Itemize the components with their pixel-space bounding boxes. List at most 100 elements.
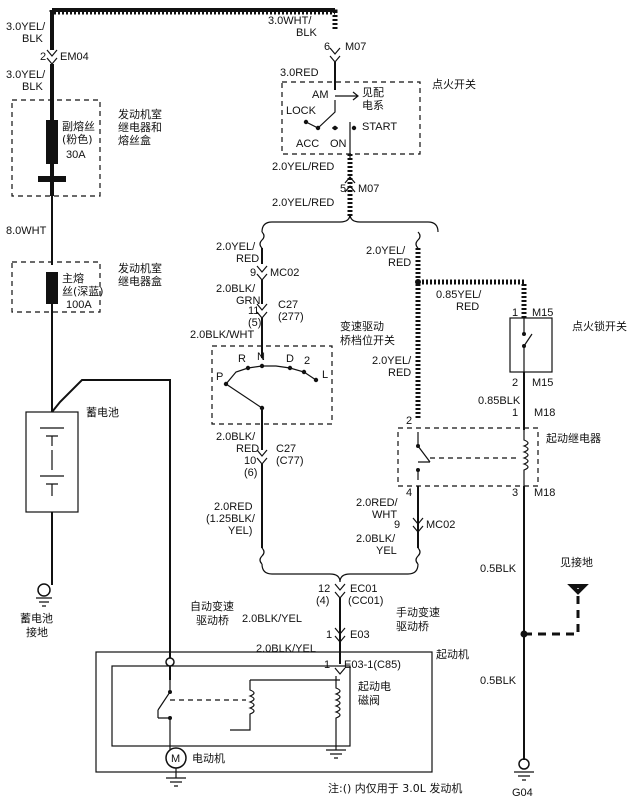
- c77-connector: (C77): [276, 455, 304, 467]
- ignition-see-1: 见配: [362, 86, 384, 99]
- starter-relay-label: 起动继电器: [546, 432, 601, 445]
- mc02-l-pin: 9: [250, 267, 256, 279]
- wire-label-8wht: 8.0WHT: [6, 225, 47, 237]
- wire-label-redwht-2: WHT: [372, 509, 397, 521]
- relay-contact-2: [416, 468, 420, 472]
- mc02-r-symbol: [412, 517, 424, 533]
- wire-label-top-mid: 3.0WHT/: [268, 15, 312, 27]
- m07-top-connector-symbol: [329, 47, 341, 63]
- m15-top-pin: 1: [512, 307, 518, 319]
- em04-connector-symbol: [46, 49, 58, 65]
- wire-label-blkgrn: 2.0BLK/: [216, 283, 256, 295]
- sub-fuse-label: 副熔丝: [62, 119, 95, 133]
- ec01-pin: 12: [318, 583, 330, 595]
- m18-pin-r: 1: [512, 407, 518, 419]
- g04-ground-symbol: [514, 771, 534, 781]
- sub-fuse-color: (粉色): [62, 132, 93, 146]
- wire-label-blkwht: 2.0BLK/WHT: [190, 329, 254, 341]
- battery-to-starter-wire: [51, 379, 171, 662]
- tr-l: L: [322, 369, 328, 381]
- wire-label-top-mid-2: BLK: [296, 27, 317, 39]
- wire-label-r2-yelred: 2.0YEL/: [372, 355, 412, 367]
- wire-label-20yelred-1: 2.0YEL/RED: [272, 161, 334, 173]
- e031-symbol: [334, 667, 346, 675]
- main-fuse-rating: 100A: [66, 299, 92, 311]
- wire-label-blkgrn-2: GRN: [236, 295, 261, 307]
- relay-contact-1: [416, 444, 420, 448]
- m18-bot-connector: M18: [534, 487, 555, 499]
- ignition-contact-acc: [315, 125, 321, 131]
- battery-symbol: [40, 427, 64, 496]
- wire-label-20yelred-2: 2.0YEL/RED: [272, 197, 334, 209]
- engine-fuse-box: [11, 99, 101, 197]
- wire-label-blkyel: 2.0BLK/: [356, 533, 396, 545]
- wire-label-085blk: 0.85BLK: [478, 395, 521, 407]
- tr-n: N: [257, 351, 265, 363]
- trans-range-title-2: 桥档位开关: [340, 333, 395, 347]
- wire-label-left-2: 3.0YEL/: [6, 69, 46, 81]
- wire-label-blkyel-4: 2.0BLK/YEL: [256, 643, 316, 655]
- ignition-arrow: [335, 91, 359, 101]
- ign-lock-contact-1: [522, 332, 526, 336]
- tr-contact-l: [313, 377, 319, 383]
- manual-trans-label-2: 驱动桥: [396, 620, 429, 633]
- auto-trans-label-2: 驱动桥: [196, 614, 229, 627]
- g04-ground-icon: [518, 758, 530, 770]
- tr-2: 2: [304, 355, 310, 367]
- tr-d: D: [286, 353, 294, 365]
- m18-pin-bl: 4: [406, 487, 412, 499]
- ignition-lock: LOCK: [286, 105, 317, 117]
- ign-lock-switch-contacts: [523, 318, 533, 372]
- e03-connector: E03: [350, 629, 370, 641]
- wire-label-r-yelred: 2.0YEL/: [366, 245, 406, 257]
- ec01-alt-connector: (CC01): [348, 595, 383, 607]
- wire-label-125blk: (1.25BLK/: [206, 513, 256, 525]
- sub-fuse-icon: [46, 120, 58, 164]
- auto-trans-label-1: 自动变速: [190, 599, 234, 613]
- wire-label-r-yelred-2: RED: [388, 257, 411, 269]
- starter-label: 起动机: [436, 647, 469, 661]
- ignition-see-2: 电系: [362, 99, 384, 112]
- split-brace: [261, 213, 439, 233]
- sub-fuse-rating: 30A: [66, 149, 86, 161]
- solenoid-box: [111, 665, 351, 747]
- fusebox-title-3: 熔丝盒: [118, 133, 151, 147]
- c27b-pin: 10: [244, 455, 256, 467]
- c77-pin: (6): [244, 467, 257, 479]
- tr-contact-r: [245, 365, 251, 371]
- ignition-contact-start: [351, 125, 357, 131]
- footnote: 注:() 内仅用于 3.0L 发动机: [328, 781, 462, 795]
- wire-label-05blk-1: 0.5BLK: [480, 563, 517, 575]
- battery-ground-symbol: [36, 597, 52, 607]
- main-fuse-color: 丝(深蓝): [62, 285, 104, 298]
- ign-lock-feed-wire: [418, 279, 527, 318]
- trans-range-switch: [211, 345, 333, 425]
- e031-connector: E03-1(C85): [344, 659, 401, 671]
- wire-label-blkred: 2.0BLK/: [216, 431, 256, 443]
- c27b-connector: C27: [276, 443, 296, 455]
- wire-label-30red: 3.0RED: [280, 67, 319, 79]
- m18-pin-br: 3: [512, 487, 518, 499]
- wire-label-blkred-2: RED: [236, 443, 259, 455]
- starter-battery-terminal: [165, 657, 175, 667]
- ign-lock-switch-label: 点火锁开关: [572, 319, 627, 333]
- ground-splice: [520, 630, 528, 638]
- solenoid-contact-1: [168, 690, 172, 694]
- pull-in-coil: [230, 680, 255, 731]
- main-fuse-icon: [46, 272, 58, 304]
- ignition-contact-on: [332, 125, 338, 131]
- starter-box: [95, 651, 433, 773]
- solenoid-ground: [326, 740, 346, 759]
- e03-symbol: [334, 627, 346, 643]
- m18-top-connector: M18: [534, 407, 555, 419]
- m07-bot-connector: M07: [358, 183, 379, 195]
- relaybox-title-2: 继电器盒: [118, 274, 162, 288]
- break-squiggle-right-bot: [415, 547, 421, 565]
- wire-label-085yelred: 0.85YEL/: [436, 289, 482, 301]
- break-squiggle-right: [415, 231, 421, 249]
- m15-bot-connector: M15: [532, 377, 553, 389]
- engine-relay-box: [11, 261, 101, 313]
- fusebox-title-1: 发动机室: [118, 107, 162, 121]
- tr-p: P: [216, 371, 223, 383]
